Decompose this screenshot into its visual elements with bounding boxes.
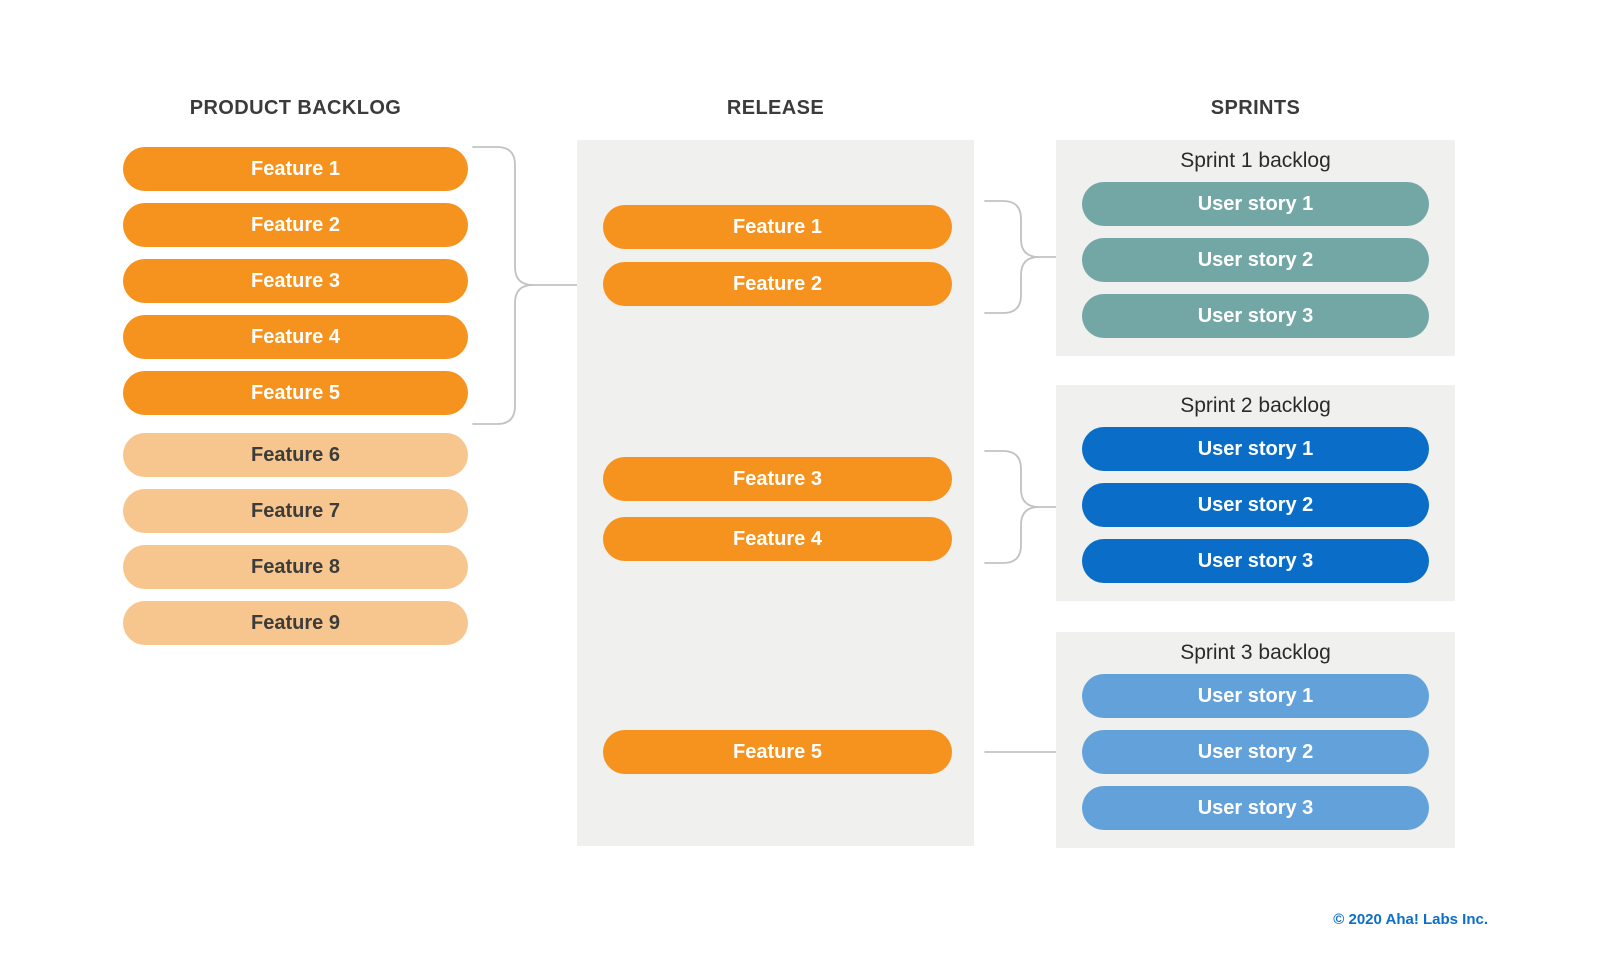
- sprint-2-user-story-pill: User story 1: [1082, 427, 1429, 471]
- sprint-1-user-story-pill: User story 1: [1082, 182, 1429, 226]
- release-feature-pill: Feature 4: [603, 517, 952, 561]
- backlog-feature-pill: Feature 6: [123, 433, 468, 477]
- product-backlog-heading: PRODUCT BACKLOG: [189, 97, 402, 119]
- sprint-3-panel: Sprint 3 backlog User story 1 User story…: [1056, 632, 1455, 848]
- sprint-1-user-story-pill: User story 3: [1082, 294, 1429, 338]
- sprint-1-panel: Sprint 1 backlog User story 1 User story…: [1056, 140, 1455, 356]
- release-feature-pill: Feature 3: [603, 457, 952, 501]
- sprint-2-title: Sprint 2 backlog: [1180, 394, 1331, 417]
- sprint-3-user-story-pill: User story 1: [1082, 674, 1429, 718]
- backlog-feature-pill: Feature 7: [123, 489, 468, 533]
- backlog-feature-pill: Feature 4: [123, 315, 468, 359]
- sprint-2-user-story-pill: User story 3: [1082, 539, 1429, 583]
- sprint-1-user-story-pill: User story 2: [1082, 238, 1429, 282]
- sprint-1-title: Sprint 1 backlog: [1180, 149, 1331, 172]
- release-feature-pill: Feature 1: [603, 205, 952, 249]
- backlog-feature-pill: Feature 9: [123, 601, 468, 645]
- sprint-2-user-story-pill: User story 2: [1082, 483, 1429, 527]
- backlog-feature-pill: Feature 8: [123, 545, 468, 589]
- backlog-feature-pill: Feature 5: [123, 371, 468, 415]
- brace-release-to-sprint-2: [984, 450, 1057, 564]
- bracket-backlog-to-release: [472, 146, 578, 425]
- backlog-feature-pill: Feature 3: [123, 259, 468, 303]
- release-heading: RELEASE: [726, 97, 825, 119]
- sprint-3-user-story-pill: User story 2: [1082, 730, 1429, 774]
- release-panel: Feature 1 Feature 2 Feature 3 Feature 4 …: [577, 140, 974, 846]
- sprints-heading: SPRINTS: [1210, 97, 1301, 119]
- backlog-feature-pill: Feature 1: [123, 147, 468, 191]
- brace-release-to-sprint-1: [984, 200, 1057, 314]
- release-feature-pill: Feature 2: [603, 262, 952, 306]
- backlog-feature-pill: Feature 2: [123, 203, 468, 247]
- sprint-3-title: Sprint 3 backlog: [1180, 641, 1331, 664]
- sprint-2-panel: Sprint 2 backlog User story 1 User story…: [1056, 385, 1455, 601]
- copyright-notice: © 2020 Aha! Labs Inc.: [1333, 911, 1488, 928]
- sprint-3-user-story-pill: User story 3: [1082, 786, 1429, 830]
- release-feature-pill: Feature 5: [603, 730, 952, 774]
